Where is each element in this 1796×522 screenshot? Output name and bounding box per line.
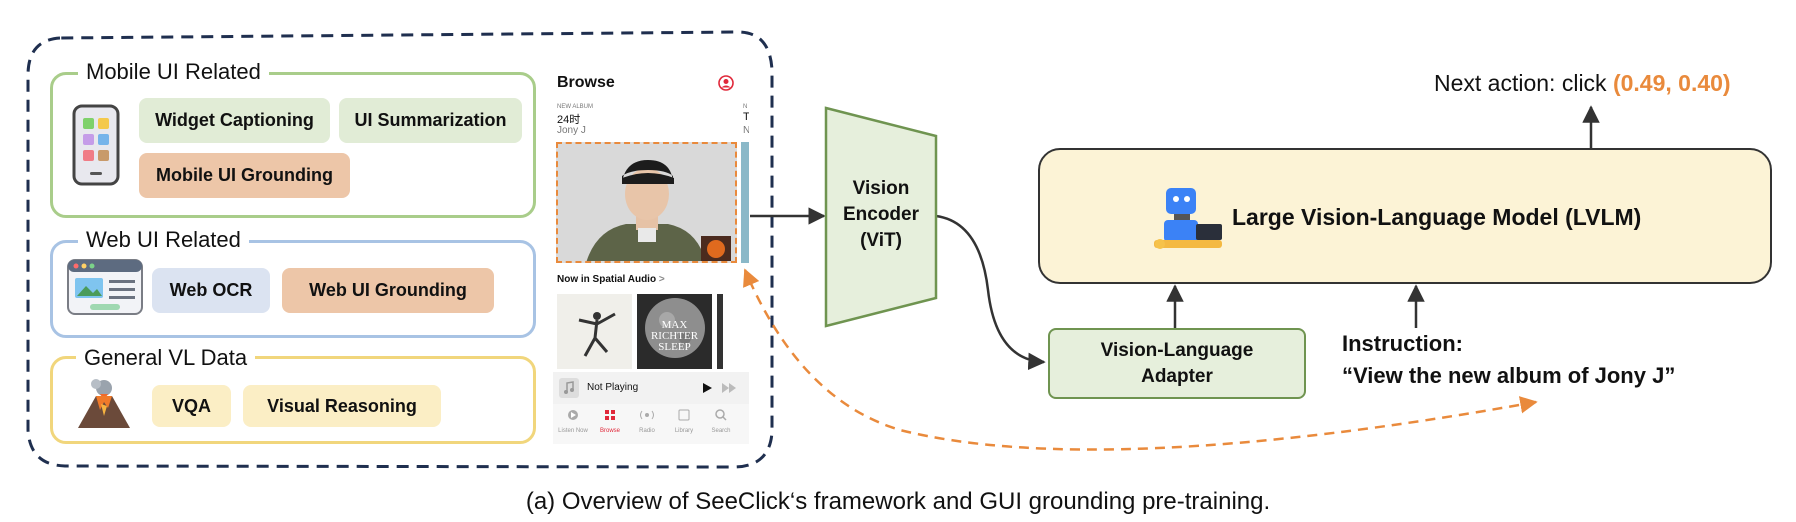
phone-icon (72, 104, 120, 186)
widget-captioning-chip: Widget Captioning (139, 98, 330, 143)
instruction-label: Instruction: (1342, 331, 1463, 356)
lvlm-box (1038, 148, 1772, 284)
general-vl-section (50, 356, 536, 444)
tab-label-library: Library (674, 428, 694, 434)
web-ui-grounding-chip: Web UI Grounding (282, 268, 494, 313)
album-tile-edge (717, 294, 723, 369)
vqa-chip: VQA (152, 385, 231, 427)
next-col-tag: N (743, 104, 748, 110)
web-ocr-chip: Web OCR (152, 268, 270, 313)
profile-icon[interactable] (718, 75, 734, 91)
instruction-text: “View the new album of Jony J” (1342, 363, 1676, 388)
web-ui-section (50, 240, 536, 338)
next-action-text: Next action: click (0.49, 0.40) (1434, 70, 1731, 97)
search-icon (715, 409, 727, 421)
volcano-icon (78, 379, 130, 428)
moon-art (645, 298, 705, 358)
tab-listen-now[interactable] (559, 408, 587, 438)
next-action-coords: (0.49, 0.40) (1612, 70, 1731, 96)
chevron-right-icon: > (658, 274, 665, 285)
grounding-dashed-arrow (743, 268, 1538, 451)
tab-label-listen-now: Listen Now (558, 428, 588, 434)
tab-search[interactable] (707, 408, 735, 438)
mobile-ui-grounding-chip: Mobile UI Grounding (139, 153, 350, 198)
next-album-edge (741, 142, 749, 263)
album-tag: NEW ALBUM (557, 104, 594, 110)
web-page-icon (67, 259, 143, 315)
album-artist: Jony J (557, 125, 586, 136)
music-note-icon (559, 378, 579, 398)
fast-forward-icon[interactable] (721, 382, 737, 394)
mobile-ui-section (50, 72, 536, 218)
album-cover-jony-j[interactable] (556, 142, 737, 263)
lvlm-label: Large Vision-Language Model (LVLM) (1232, 204, 1642, 230)
general-section-title: General VL Data (76, 345, 256, 371)
mobile-section-title: Mobile UI Related (78, 59, 269, 85)
adapter-box: Vision-Language Adapter (1048, 328, 1306, 399)
max-richter-title: MAX RICHTER SLEEP (650, 319, 699, 353)
figure-caption: (a) Overview of SeeClick‘s framework and… (525, 488, 1271, 515)
album-tile-dancer[interactable] (557, 294, 632, 369)
robot-icon (1154, 188, 1222, 249)
album-tile-max-richter[interactable]: MAX RICHTER SLEEP (637, 294, 712, 369)
next-col-artist: N (743, 125, 749, 136)
not-playing-label: Not Playing (587, 382, 639, 393)
tab-browse[interactable] (596, 408, 624, 438)
browse-header: Browse (557, 74, 615, 91)
spatial-audio-heading[interactable]: Now in Spatial Audio > (557, 274, 665, 285)
radio-icon (640, 410, 654, 420)
phone-screenshot: Browse NEW ALBUM 24时 Jony J N T N Now in… (553, 66, 749, 444)
next-col-title: T (743, 111, 749, 123)
album-cover-art (558, 144, 735, 261)
adapter-label: Vision-Language Adapter (1100, 339, 1254, 387)
listen-now-icon (568, 410, 578, 420)
dancer-figure (578, 312, 616, 357)
tab-label-browse: Browse (599, 428, 620, 434)
library-icon (678, 409, 690, 421)
vision-encoder-shape (824, 106, 938, 328)
tab-radio[interactable] (633, 408, 661, 438)
arrow-encoder-to-adapter (935, 214, 1046, 371)
spatial-audio-label: Now in Spatial Audio (557, 274, 657, 285)
browse-icon (605, 410, 615, 420)
vision-encoder-label: Vision Encoder (ViT) (842, 178, 920, 251)
tab-label-search: Search (711, 428, 731, 434)
ui-summarization-chip: UI Summarization (339, 98, 522, 143)
tab-library[interactable] (670, 408, 698, 438)
tab-label-radio: Radio (639, 428, 655, 434)
play-icon[interactable] (701, 382, 713, 394)
web-section-title: Web UI Related (78, 227, 249, 253)
mini-player[interactable]: Not Playing (553, 372, 749, 404)
album-title: 24时 (557, 114, 581, 126)
tab-bar: Listen Now Browse Radio Library Search (553, 404, 749, 444)
next-action-prefix: Next action: click (1434, 70, 1613, 96)
visual-reasoning-chip: Visual Reasoning (243, 385, 441, 427)
